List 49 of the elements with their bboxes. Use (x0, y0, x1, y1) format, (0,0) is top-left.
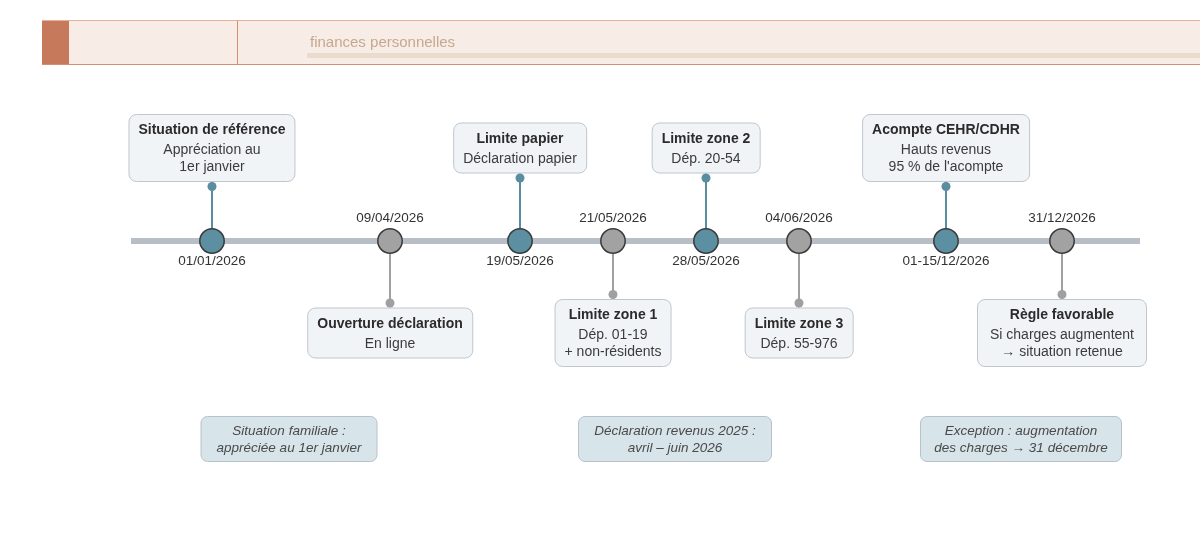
connector-line (794, 253, 804, 309)
event-title: Limite papier (475, 128, 565, 147)
event-card (128, 114, 296, 182)
date-label: 19/05/2026 (486, 253, 554, 269)
date-label: 28/05/2026 (672, 253, 740, 269)
event-card (307, 307, 473, 359)
event-card (977, 299, 1147, 367)
event-title: Limite zone 3 (754, 313, 844, 332)
date-label: 01-15/12/2026 (902, 253, 990, 269)
date-label: 01/01/2026 (178, 253, 246, 269)
event-card (453, 122, 587, 174)
event-title: Ouverture déclaration (317, 313, 463, 332)
event-detail: En ligne (363, 334, 417, 352)
connector-line (608, 253, 618, 300)
tagline: finances personnelles (310, 33, 456, 51)
event-detail: 95 % de l'acompte (887, 158, 1005, 175)
info-note (920, 416, 1122, 462)
connector-line (515, 172, 525, 229)
info-note (200, 416, 378, 462)
connector-line (207, 181, 217, 229)
event-title: Limite zone 1 (567, 305, 659, 323)
event-detail: Dép. 01-19 (577, 326, 649, 343)
connector-line (1057, 253, 1067, 300)
date-label: 04/06/2026 (765, 210, 833, 226)
connector-line (701, 172, 711, 229)
event-card (554, 299, 672, 367)
note-text: Déclaration revenus 2025 : avril – juin 2026 (593, 422, 757, 456)
event-title: Limite zone 2 (661, 128, 751, 147)
date-label: 09/04/2026 (356, 210, 424, 226)
event-detail: Déclaration papier (463, 149, 577, 167)
event-detail: + non-résidents (564, 343, 662, 360)
event-detail: Dép. 20-54 (670, 149, 742, 167)
event-detail: Appréciation au 1er janvier (162, 141, 262, 175)
event-card (862, 114, 1030, 182)
connector-line (385, 253, 395, 309)
event-title: Règle favorable (1008, 305, 1116, 323)
note-text: Situation familiale : appréciée au 1er janvier (215, 422, 363, 456)
info-note (578, 416, 772, 462)
event-card (744, 307, 854, 359)
event-detail: Dép. 55-976 (759, 334, 839, 352)
date-label: 21/05/2026 (579, 210, 647, 226)
event-detail: Hauts revenus (899, 141, 993, 158)
event-title: Acompte CEHR/CDHR (872, 120, 1020, 138)
event-title: Situation de référence (138, 120, 286, 138)
connector-line (941, 181, 951, 229)
date-label: 31/12/2026 (1028, 210, 1096, 226)
note-text: Exception : augmentation des charges → 31 décembre (933, 422, 1109, 456)
event-detail: Si charges augmentent → situation retenue (989, 326, 1135, 360)
event-card (651, 122, 761, 174)
